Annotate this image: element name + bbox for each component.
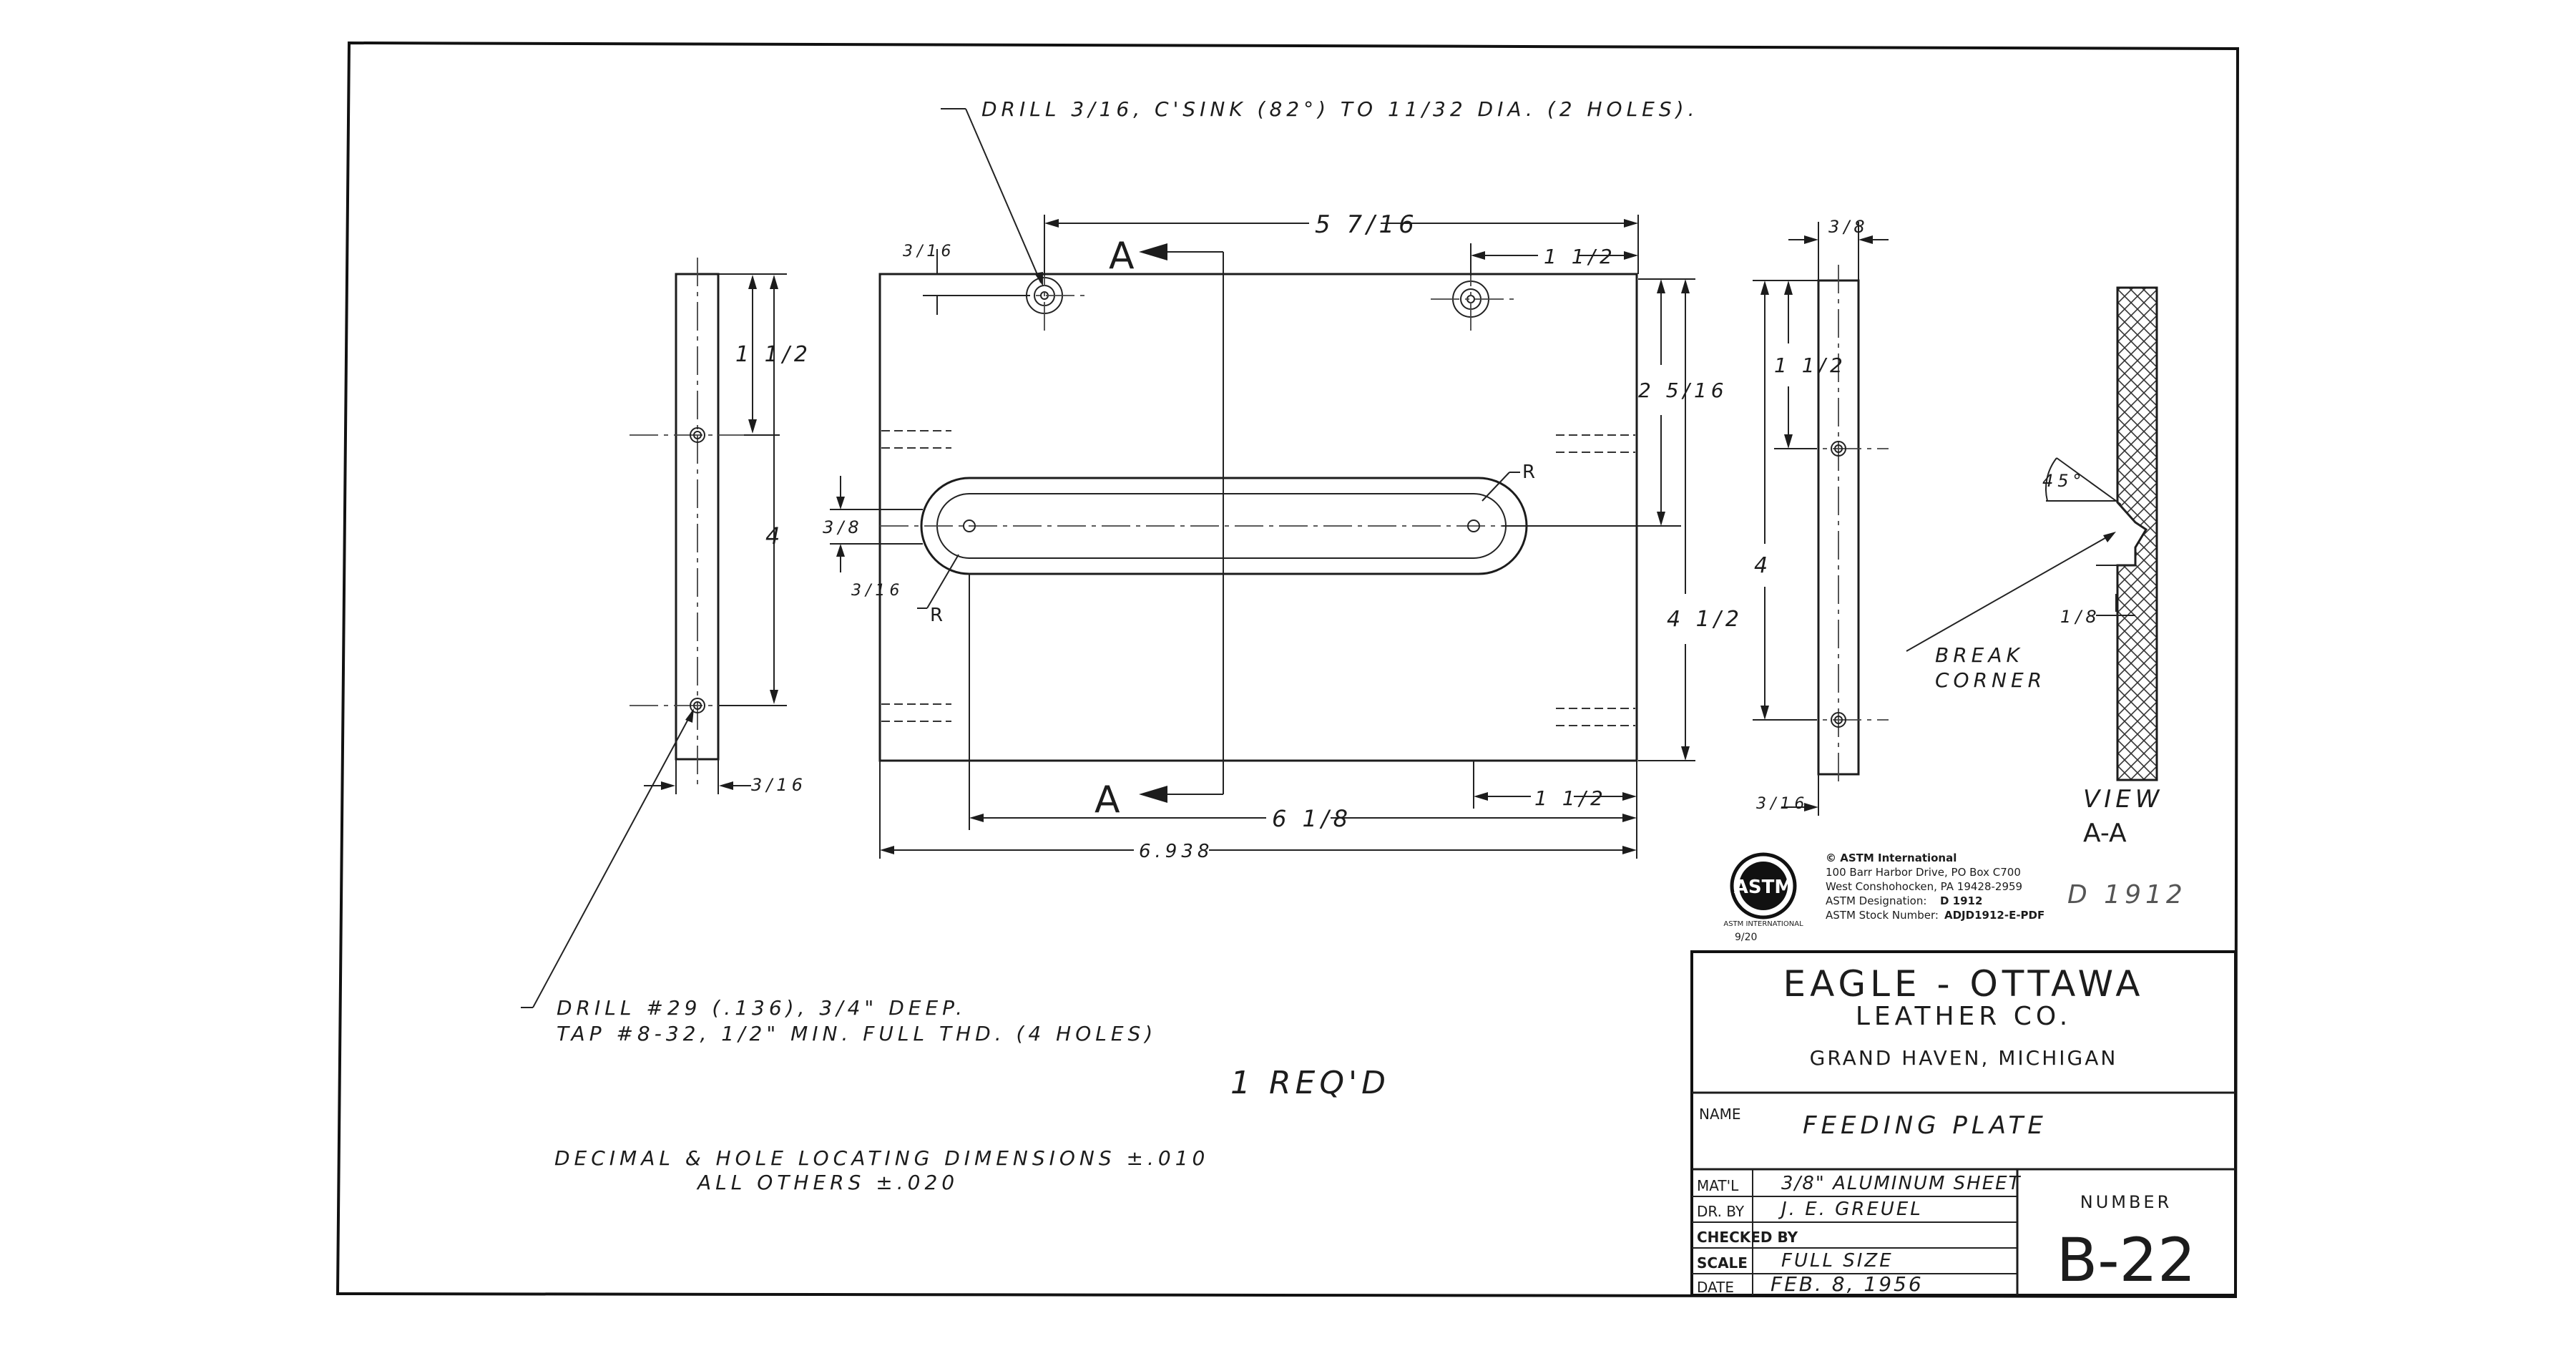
csink-note-leader <box>941 108 1043 286</box>
drawing-number: B-22 <box>2057 1225 2196 1295</box>
company-location: GRAND HAVEN, MICHIGAN <box>1810 1046 2118 1070</box>
astm-line2: 100 Barr Harbor Drive, PO Box C700 <box>1826 866 2021 879</box>
material-value: 3/8" ALUMINUM SHEET <box>1781 1173 2022 1194</box>
astm-logo: ASTM ASTM INTERNATIONAL 9/20 <box>1723 852 1803 943</box>
scale-value: FULL SIZE <box>1781 1250 1894 1272</box>
checked-by-label: CHECKED BY <box>1697 1229 1798 1246</box>
date-label: DATE <box>1697 1279 1734 1296</box>
drill-tap-note-line1: DRILL #29 (.136), 3/4" DEEP. <box>557 996 966 1020</box>
drill-tap-note-line2: TAP #8-32, 1/2" MIN. FULL THD. (4 HOLES) <box>557 1022 1157 1045</box>
side-hole-spacing-dim: 4 <box>765 522 784 550</box>
astm-logo-text: ASTM <box>1734 877 1793 898</box>
astm-stock-number: ADJD1912-E-PDF <box>1944 909 2044 922</box>
quantity-note: 1 REQ'D <box>1230 1065 1390 1101</box>
astm-logo-date: 9/20 <box>1735 932 1757 943</box>
name-label: NAME <box>1699 1106 1741 1123</box>
right-view-spacing-dim: 4 <box>1754 553 1772 578</box>
right-hole-offset-dim: 1 1/2 <box>1544 245 1617 268</box>
chamfer-angle-dim: 45° <box>2042 471 2086 491</box>
scale-label: SCALE <box>1697 1254 1748 1272</box>
number-label: NUMBER <box>2080 1192 2173 1212</box>
hole-to-slot-dim: 2 5/16 <box>1638 379 1728 402</box>
part-name: FEEDING PLATE <box>1803 1111 2047 1140</box>
astm-info: © ASTM International 100 Barr Harbor Dri… <box>1826 852 2044 922</box>
view-label-line2: A-A <box>2083 819 2127 848</box>
chamfer-size-dim: 1/8 <box>2060 607 2101 627</box>
astm-line5-prefix: ASTM Stock Number: <box>1826 909 1939 922</box>
handwritten-reference: D 1912 <box>2067 880 2187 909</box>
csink-drill-note: DRILL 3/16, C'SINK (82°) TO 11/32 DIA. (… <box>981 97 1698 121</box>
slot-radius-label-right: R <box>1522 462 1535 483</box>
tap-note-leader <box>521 708 694 1008</box>
material-label: MAT'L <box>1697 1177 1739 1194</box>
drawn-by-label: DR. BY <box>1697 1203 1745 1220</box>
break-corner-line2: CORNER <box>1935 668 2046 692</box>
bottom-slot-length-dim: 6 1/8 <box>1272 805 1352 832</box>
section-marker-bottom: A <box>1094 779 1120 821</box>
company-name-line2: LEATHER CO. <box>1856 1002 2072 1031</box>
right-side-view: 3/8 1 1/2 4 3/16 <box>1753 217 1889 816</box>
slot-radius-label-left: R <box>930 605 943 626</box>
overall-length-dim: 6.938 <box>1139 841 1213 862</box>
side-top-offset-dim: 1 1/2 <box>735 342 812 367</box>
astm-line3: West Conshohocken, PA 19428-2959 <box>1826 880 2022 893</box>
view-label-line1: VIEW <box>2083 785 2163 814</box>
top-edge-offset-dim: 3/16 <box>903 243 955 260</box>
title-block <box>1690 950 2237 1297</box>
slot-width-dim: 3/8 <box>823 517 863 537</box>
plate-height-dim: 4 1/2 <box>1667 607 1743 632</box>
tolerance-note-line2: ALL OTHERS ±.020 <box>696 1171 959 1194</box>
astm-line4-prefix: ASTM Designation: <box>1826 894 1926 907</box>
astm-line1: © ASTM International <box>1826 852 1957 864</box>
section-marker-top: A <box>1109 235 1135 278</box>
top-hole-spacing-dim: 5 7/16 <box>1315 210 1419 239</box>
left-side-view: 1 1/2 4 3/16 <box>630 258 812 795</box>
main-plan-view: A A 5 7/16 1 1/2 3/16 2 5/16 <box>823 210 1743 862</box>
right-view-width-dim: 3/8 <box>1828 217 1869 237</box>
right-view-top-dim: 1 1/2 <box>1774 353 1847 377</box>
side-width-dim: 3/16 <box>751 775 807 795</box>
company-name: EAGLE - OTTAWA <box>1783 963 2145 1005</box>
break-corner-line1: BREAK <box>1935 643 2024 667</box>
date-value: FEB. 8, 1956 <box>1771 1272 1924 1296</box>
astm-designation: D 1912 <box>1940 894 1982 907</box>
astm-logo-caption: ASTM INTERNATIONAL <box>1723 920 1803 928</box>
slot-offset-dim: 3/16 <box>851 582 903 600</box>
bottom-right-offset-dim: 1 1/2 <box>1534 786 1607 810</box>
tolerance-note-line1: DECIMAL & HOLE LOCATING DIMENSIONS ±.010 <box>554 1146 1209 1170</box>
drawn-by-value: J. E. GREUEL <box>1778 1199 1923 1220</box>
right-view-bottom-dim: 3/16 <box>1756 795 1808 813</box>
section-view-a-a: 45° 1/8 <box>1906 286 2158 781</box>
